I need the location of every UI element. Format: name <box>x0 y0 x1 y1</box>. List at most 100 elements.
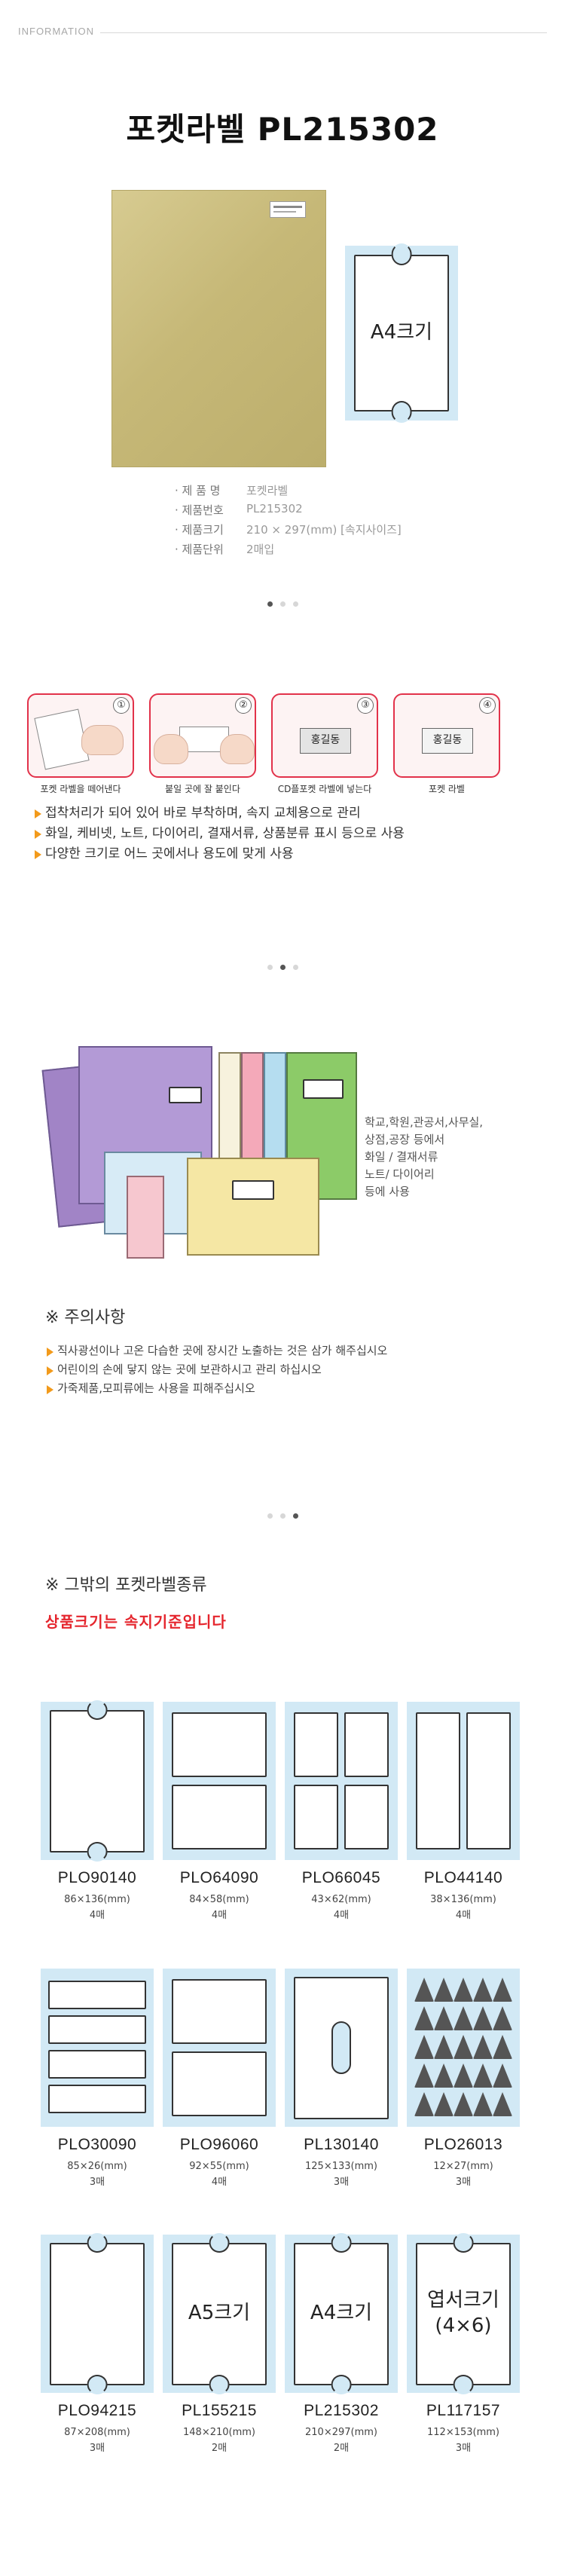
pocket-notch-top <box>391 243 412 265</box>
pocket-notch-bottom <box>209 2375 230 2395</box>
pocket-cell <box>48 2015 146 2044</box>
product-count: 3매 <box>455 2177 472 2188</box>
pocket-type-diagram <box>41 1699 154 1862</box>
product-count: 3매 <box>89 2443 105 2454</box>
notebook-label <box>169 1087 202 1103</box>
dot[interactable] <box>292 965 298 970</box>
dot[interactable] <box>292 601 298 607</box>
dot[interactable] <box>279 1513 286 1519</box>
green-binder <box>286 1052 357 1200</box>
product-size: 43×62(mm) <box>311 1894 371 1905</box>
pocket-triangle <box>493 2006 512 2030</box>
step-number: ③ <box>357 697 374 714</box>
types-title: ※ 그밖의 포켓라벨종류 <box>45 1576 207 1595</box>
carousel-dots-3[interactable] <box>0 1507 565 1522</box>
pocket-cell <box>172 1785 267 1849</box>
dot[interactable] <box>292 1513 298 1519</box>
product-size: 86×136(mm) <box>64 1894 130 1905</box>
pocket-triangle <box>493 1978 512 2002</box>
dot[interactable] <box>267 965 273 970</box>
kraft-package-image <box>111 190 326 467</box>
pocket-type-diagram <box>407 1969 520 2127</box>
product-count: 4매 <box>89 1910 105 1921</box>
pocket-triangle <box>493 2035 512 2059</box>
pocket-notch-top <box>87 2232 108 2253</box>
pocket-triangle <box>414 1978 434 2002</box>
types-subtitle: 상품크기는 속지기준입니다 <box>45 1613 227 1631</box>
pocket-size-text: A4크기 <box>310 2302 373 2325</box>
product-code: PLO66045 <box>301 1869 381 1886</box>
info-divider <box>18 32 547 33</box>
pocket-cell <box>416 1712 460 1849</box>
info-label: INFORMATION <box>18 26 101 37</box>
pocket-cell <box>48 1981 146 2009</box>
pocket-inner <box>50 2232 145 2395</box>
notice-item: 어린이의 손에 닿지 않는 곳에 보관하시고 관리 하십시오 <box>47 1360 387 1379</box>
pocket-cell <box>466 1712 511 1849</box>
pocket-triangle <box>473 2035 493 2059</box>
product-count: 4매 <box>455 1910 472 1921</box>
product-title: 포켓라벨 PL215302 <box>126 111 439 148</box>
pocket-notch-bottom <box>87 2375 108 2395</box>
product-code: PL215302 <box>304 2402 379 2419</box>
use-description: 학교,학원,관공서,사무실, 상점,공장 등에서 화일 / 결재서류 노트/ 다… <box>365 1115 484 1198</box>
pocket-triangle <box>454 2006 473 2030</box>
pocket-inner: A5크기 <box>172 2232 267 2395</box>
carousel-dots-1[interactable] <box>0 595 565 610</box>
pocket-size-text: A5크기 <box>188 2302 251 2325</box>
product-code: PLO44140 <box>423 1869 503 1886</box>
step-1-image: ① <box>27 693 134 778</box>
product-size: 87×208(mm) <box>64 2427 130 2438</box>
product-count: 4매 <box>211 1910 228 1921</box>
product-count: 3매 <box>455 2443 472 2454</box>
hand-icon <box>154 734 188 764</box>
pocket-notch-top <box>209 2232 230 2253</box>
product-count: 2매 <box>211 2443 228 2454</box>
pocket-triangle <box>434 2092 454 2116</box>
file-box-yellow <box>187 1158 319 1256</box>
step-4-caption: 포켓 라벨 <box>429 784 465 794</box>
pocket-triangle <box>454 2092 473 2116</box>
feature-item: 화일, 케비넷, 노트, 다이어리, 결재서류, 상품분류 표시 등으로 사용 <box>35 824 405 844</box>
product-code: PLO30090 <box>57 2136 137 2153</box>
product-size: 84×58(mm) <box>189 1894 249 1905</box>
pocket-triangle <box>473 2064 493 2088</box>
product-size: 12×27(mm) <box>433 2161 493 2172</box>
step-3-image: ③ 홍길동 <box>271 693 378 778</box>
pocket-size-text: A4크기 <box>370 321 433 344</box>
pocket-triangle <box>434 1978 454 2002</box>
pocket-cell <box>344 1785 389 1849</box>
notice-item: 직사광선이나 고온 다습한 곳에 장시간 노출하는 것은 삼가 해주십시오 <box>47 1342 387 1360</box>
pocket-cell <box>48 2050 146 2079</box>
pocket-type-diagram <box>285 1702 398 1860</box>
product-code: PLO96060 <box>179 2136 259 2153</box>
product-code: PL117157 <box>426 2402 501 2419</box>
product-size: 112×153(mm) <box>427 2427 499 2438</box>
name-chip: 홍길동 <box>422 728 473 754</box>
pocket-inner: A4크기 <box>354 243 449 423</box>
pocket-type-diagram <box>163 1702 276 1860</box>
binder-label <box>303 1079 344 1099</box>
pocket-triangle <box>434 2064 454 2088</box>
pocket-type-diagram <box>285 1969 398 2127</box>
pocket-notch-bottom <box>87 1842 108 1862</box>
pocket-triangle <box>473 2006 493 2030</box>
carousel-dots-2[interactable] <box>0 959 565 973</box>
dot[interactable] <box>279 965 286 970</box>
product-size: 92×55(mm) <box>189 2161 249 2172</box>
pocket-cell <box>172 1979 267 2044</box>
feature-item: 접착처리가 되어 있어 바로 부착하며, 속지 교체용으로 관리 <box>35 803 405 824</box>
step-4-image: ④ 홍길동 <box>393 693 500 778</box>
dot[interactable] <box>267 1513 273 1519</box>
box-label <box>232 1180 274 1200</box>
step-2-image: ② <box>149 693 256 778</box>
pocket-cell <box>172 1712 267 1777</box>
dot[interactable] <box>279 601 286 607</box>
pocket-triangle <box>414 2006 434 2030</box>
pocket-triangle <box>493 2064 512 2088</box>
dot[interactable] <box>267 601 273 607</box>
product-code: PL155215 <box>182 2402 257 2419</box>
